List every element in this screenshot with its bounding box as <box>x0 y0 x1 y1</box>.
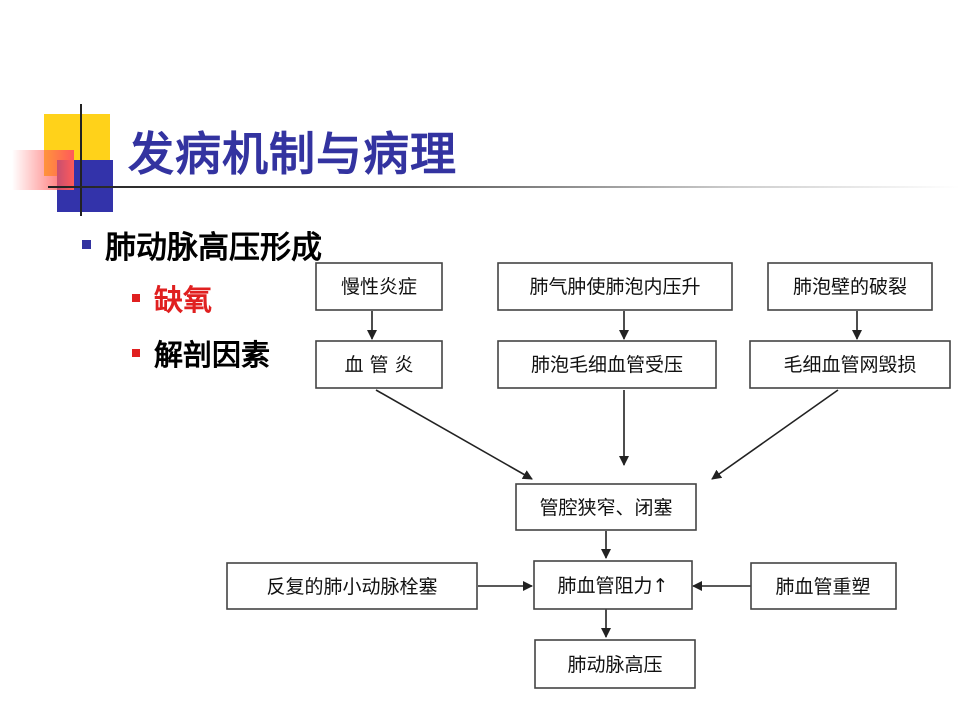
square-bullet-icon <box>82 240 91 249</box>
node-vasculitis: 血 管 炎 <box>315 340 443 389</box>
node-remodeling: 肺血管重塑 <box>750 562 897 610</box>
bullet-level2-hypoxia: 缺氧 <box>132 277 212 319</box>
arrow-vasculitis-to-narrowing <box>375 389 533 480</box>
square-bullet-icon <box>132 349 140 357</box>
arrow-destruction-to-narrowing <box>711 389 839 480</box>
bullet-level1: 肺动脉高压形成 <box>82 222 322 267</box>
node-emphysema: 肺气肿使肺泡内压升 <box>497 262 733 311</box>
node-label: 反复的肺小动脉栓塞 <box>266 576 437 598</box>
bullet-level2-text: 缺氧 <box>154 283 213 317</box>
bullet-level2-anatomy: 解剖因素 <box>132 332 270 374</box>
node-label: 血 管 炎 <box>344 354 413 376</box>
node-pulmonary-hypertension: 肺动脉高压 <box>534 639 696 689</box>
flow-arrows <box>367 311 862 638</box>
node-capillary-compression: 肺泡毛细血管受压 <box>497 340 717 389</box>
node-resistance: 肺血管阻力↑ <box>533 560 693 610</box>
node-label: 肺动脉高压 <box>567 654 662 676</box>
node-label: 管腔狭窄、闭塞 <box>539 497 672 519</box>
bullet-level1-text: 肺动脉高压形成 <box>105 230 322 266</box>
node-label: 肺气肿使肺泡内压升 <box>529 276 700 298</box>
deco-horizontal-line <box>48 186 960 188</box>
square-bullet-icon <box>132 294 140 302</box>
node-label: 慢性炎症 <box>341 276 417 298</box>
deco-red-gradient <box>12 150 74 190</box>
node-label: 毛细血管网毁损 <box>783 354 916 376</box>
node-lumen-narrowing: 管腔狭窄、闭塞 <box>515 483 697 531</box>
node-label: 肺血管重塑 <box>775 576 870 598</box>
node-label: 肺泡壁的破裂 <box>793 276 907 298</box>
deco-vertical-line <box>80 104 82 216</box>
slide-title: 发病机制与病理 <box>128 127 457 181</box>
node-label: 肺泡毛细血管受压 <box>531 354 683 376</box>
node-embolism: 反复的肺小动脉栓塞 <box>226 562 478 610</box>
node-capillary-destruction: 毛细血管网毁损 <box>749 340 951 389</box>
bullet-level2-text: 解剖因素 <box>154 338 271 372</box>
node-alveolar-rupture: 肺泡壁的破裂 <box>767 262 933 311</box>
node-chronic-inflammation: 慢性炎症 <box>315 262 443 311</box>
node-label: 肺血管阻力↑ <box>558 575 669 597</box>
